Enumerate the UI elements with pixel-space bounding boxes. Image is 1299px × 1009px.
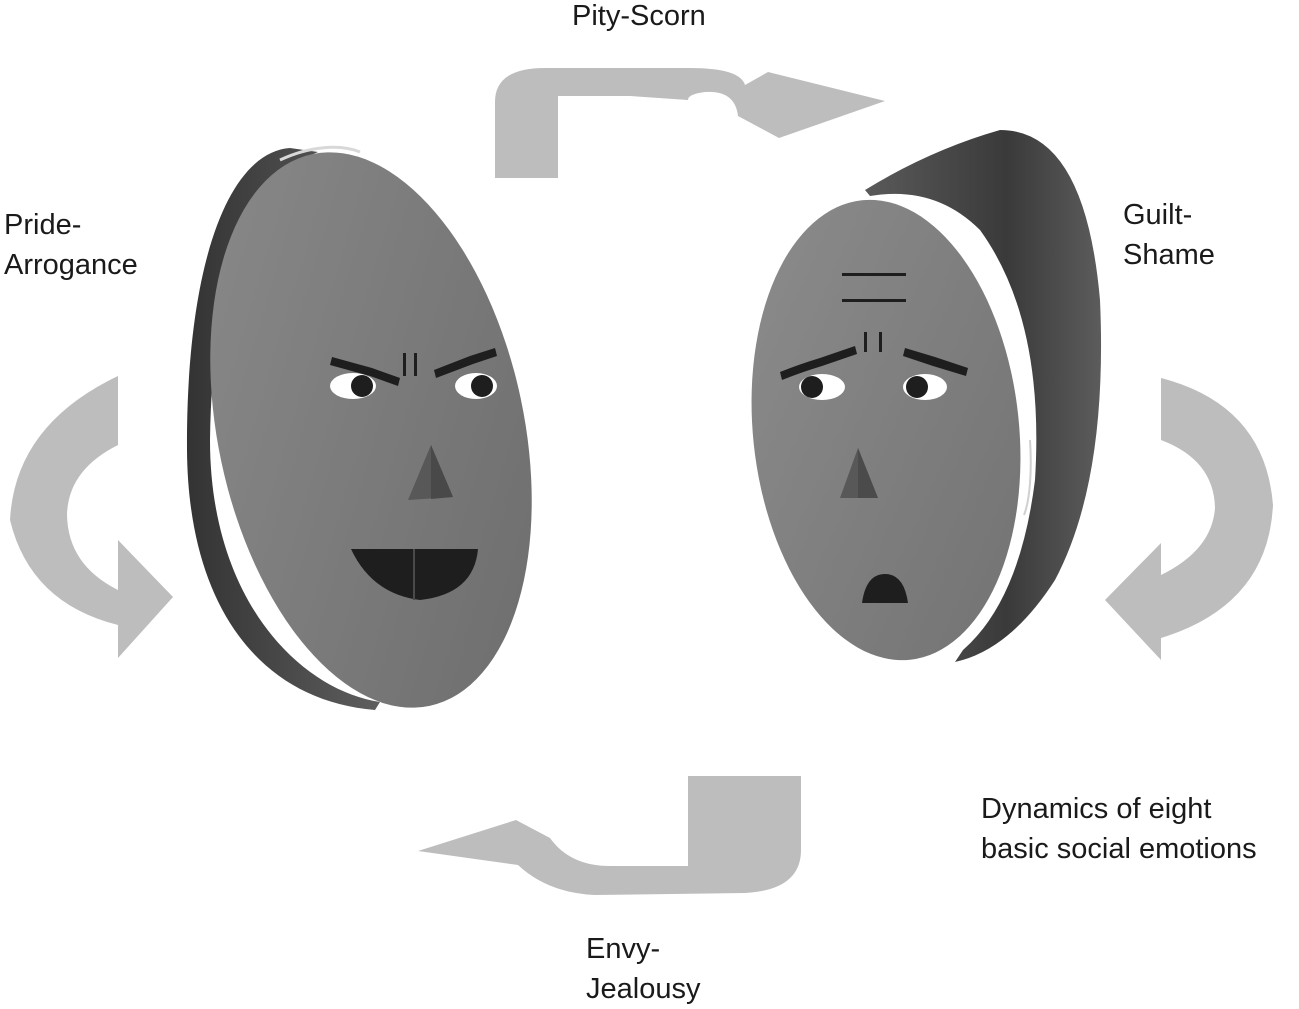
right-face-eyebrow-right — [903, 348, 968, 376]
right-face-eye-right-pupil — [906, 376, 928, 398]
label-pity-scorn-text: Pity-Scorn — [572, 0, 706, 32]
face-right — [751, 130, 1102, 662]
right-face-mouth — [862, 574, 908, 603]
face-right-rim-highlight — [1023, 439, 1032, 516]
right-face-forehead-line-1 — [842, 273, 906, 276]
left-face-eye-left-pupil — [351, 375, 373, 397]
left-face-eye-right-pupil — [471, 375, 493, 397]
arrow-left-pride-arrogance — [10, 376, 173, 658]
label-guilt-shame-line-1: Guilt- — [1123, 199, 1193, 231]
label-pride-arrogance-line-2: Arrogance — [4, 249, 138, 281]
label-pity-scorn: Pity-Scorn — [572, 0, 706, 36]
face-right-front — [751, 199, 1021, 661]
label-pride-arrogance: Pride- Arrogance — [4, 205, 138, 285]
arrow-bottom-envy-jealousy — [418, 776, 801, 895]
left-face-eyebrow-left — [330, 357, 400, 386]
right-face-frown-line-1 — [864, 332, 867, 352]
diagram-caption: Dynamics of eight basic social emotions — [981, 789, 1257, 869]
left-face-eyebrow-right — [434, 348, 497, 378]
label-guilt-shame: Guilt- Shame — [1123, 195, 1215, 275]
left-face-frown-line-2 — [414, 353, 417, 376]
label-pride-arrogance-line-1: Pride- — [4, 209, 82, 241]
arrow-right-guilt-shame — [1105, 378, 1273, 660]
face-right-side — [865, 130, 1102, 662]
right-face-forehead-line-2 — [842, 299, 906, 302]
diagram-caption-line-2: basic social emotions — [981, 833, 1257, 865]
label-envy-jealousy-line-2: Jealousy — [586, 973, 701, 1005]
face-left-rim-highlight — [279, 145, 361, 162]
face-left — [186, 145, 532, 710]
right-face-frown-line-2 — [879, 332, 882, 352]
left-face-frown-line-1 — [403, 353, 406, 376]
label-guilt-shame-line-2: Shame — [1123, 239, 1215, 271]
right-face-eyebrow-left — [780, 346, 857, 380]
arrow-top-pity-scorn — [495, 68, 885, 178]
label-envy-jealousy: Envy- Jealousy — [586, 929, 700, 1009]
right-face-eye-left-pupil — [801, 376, 823, 398]
diagram-caption-line-1: Dynamics of eight — [981, 793, 1212, 825]
label-envy-jealousy-line-1: Envy- — [586, 933, 661, 965]
